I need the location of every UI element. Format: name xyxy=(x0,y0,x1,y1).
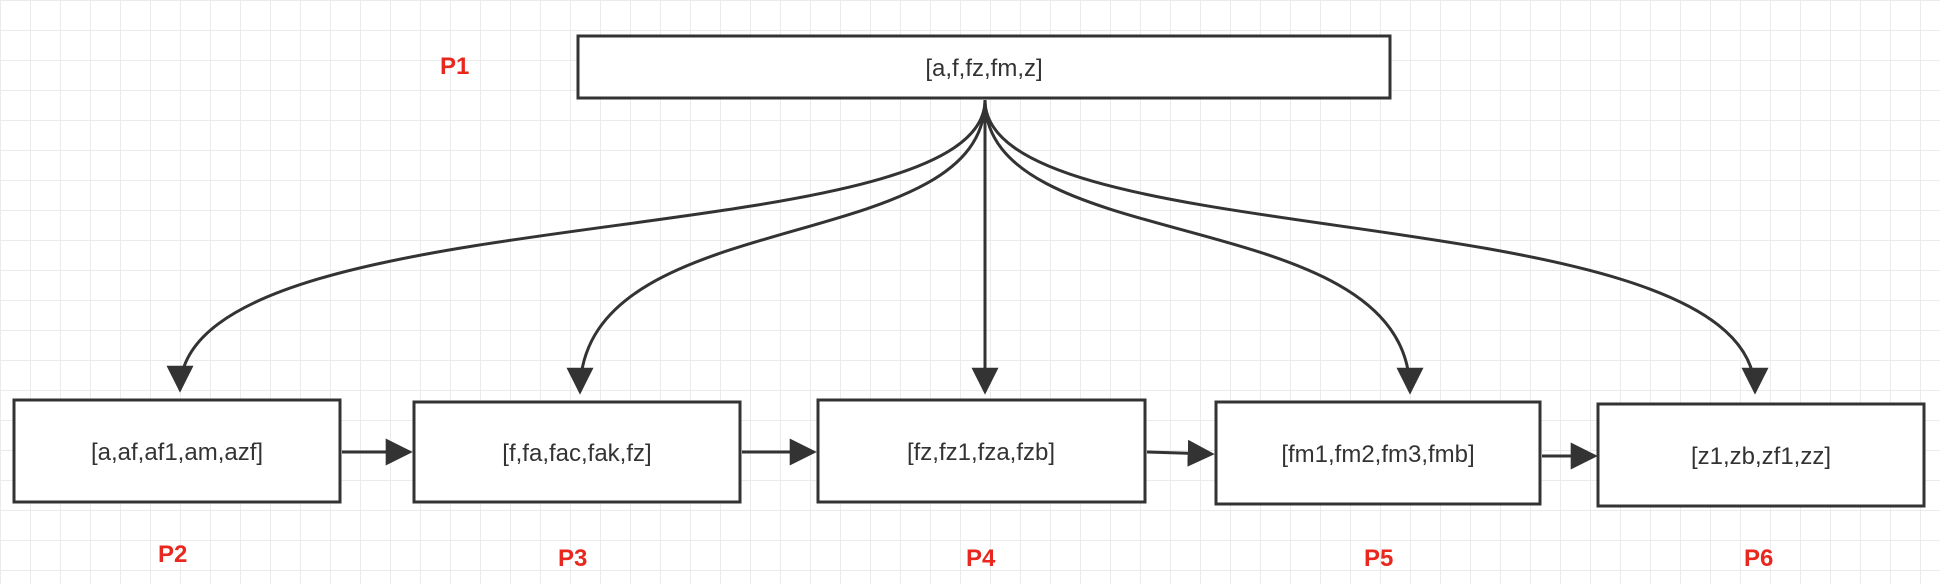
node-p2-label: P2 xyxy=(158,541,187,568)
edge-root-to-p6 xyxy=(983,99,1769,395)
node-p2-keys: [a,af,af1,am,azf] xyxy=(91,439,263,466)
node-p4-label: P4 xyxy=(966,545,996,572)
node-p6: [z1,zb,zf1,zz] xyxy=(1596,402,1926,508)
node-p5: [fm1,fm2,fm3,fmb] xyxy=(1214,400,1542,506)
edge-root-to-p5 xyxy=(983,99,1424,395)
node-p3: [f,fa,fac,fak,fz] xyxy=(412,400,742,504)
edge-root-to-p2 xyxy=(166,99,987,393)
node-p4: [fz,fz1,fza,fzb] xyxy=(816,398,1147,504)
node-p6-label: P6 xyxy=(1744,545,1773,572)
node-p5-keys: [fm1,fm2,fm3,fmb] xyxy=(1281,441,1474,468)
node-root-label: P1 xyxy=(440,53,469,80)
node-p3-keys: [f,fa,fac,fak,fz] xyxy=(502,440,651,467)
edge-root-to-p3 xyxy=(566,99,987,395)
node-p6-keys: [z1,zb,zf1,zz] xyxy=(1691,443,1831,470)
node-root: [a,f,fz,fm,z] xyxy=(576,34,1392,100)
node-p3-label: P3 xyxy=(558,545,587,572)
node-p2: [a,af,af1,am,azf] xyxy=(12,398,342,504)
node-p4-keys: [fz,fz1,fza,fzb] xyxy=(907,439,1055,466)
link-p4-to-p5 xyxy=(1146,439,1215,467)
node-root-keys: [a,f,fz,fm,z] xyxy=(925,55,1042,82)
node-p5-label: P5 xyxy=(1364,545,1393,572)
